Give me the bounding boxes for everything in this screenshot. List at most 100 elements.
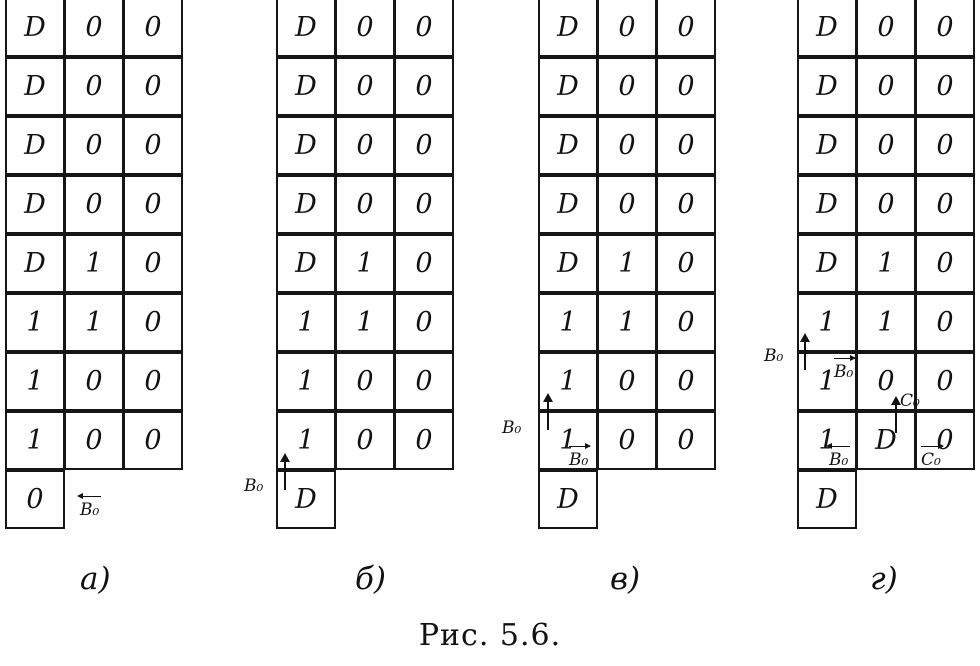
tape-cell: 0: [656, 411, 716, 470]
tape-cell: D: [538, 470, 598, 529]
tape-cell: 0: [597, 0, 657, 57]
panel-label-d: г): [870, 561, 898, 597]
tape-cell: 0: [123, 293, 183, 352]
tape-cell: 0: [915, 116, 975, 175]
b0-left-arrow-label: B₀: [825, 443, 851, 470]
head-up-arrow-icon: [800, 333, 810, 370]
tape-cell: 0: [915, 234, 975, 293]
tape-cell: D: [538, 0, 598, 57]
tape-cell: 0: [394, 0, 454, 57]
tape-cell: 1: [64, 234, 124, 293]
tape-cell: 0: [5, 470, 65, 529]
tape-cell: 0: [656, 116, 716, 175]
tape-cell: D: [797, 470, 857, 529]
tape-cell: 0: [597, 175, 657, 234]
tape-cell: 0: [656, 234, 716, 293]
tape-cell: 1: [335, 293, 395, 352]
tape-cell: 0: [915, 0, 975, 57]
tape-cell: 0: [335, 352, 395, 411]
tape-cell: 1: [64, 293, 124, 352]
tape-cell: 0: [915, 175, 975, 234]
panel-label-a: а): [80, 561, 111, 597]
tape-cell: D: [276, 470, 336, 529]
b0-right-arrow-label: B₀: [834, 355, 857, 382]
tape-cell: 0: [123, 116, 183, 175]
tape-cell: 0: [597, 116, 657, 175]
b0-right-arrow-label: B₀: [569, 443, 592, 470]
c0-right-arrow-label: C₀: [921, 443, 944, 470]
tape-cell: D: [797, 57, 857, 116]
b0-head-label: B₀: [244, 476, 264, 496]
tape-cell: D: [5, 175, 65, 234]
tape-cell: 0: [856, 352, 916, 411]
tape-cell: 1: [856, 234, 916, 293]
tape-cell: 0: [915, 352, 975, 411]
tape-cell: 1: [597, 293, 657, 352]
head-up-arrow-icon: [543, 393, 553, 430]
tape-cell: 0: [64, 411, 124, 470]
tape-cell: 0: [335, 175, 395, 234]
tape-cell: D: [276, 57, 336, 116]
tape-cell: 1: [5, 293, 65, 352]
b0-head-label: B₀: [502, 418, 522, 438]
tape-cell: 0: [856, 175, 916, 234]
tape-cell: 0: [123, 411, 183, 470]
tape-cell: D: [538, 57, 598, 116]
tape-cell: 0: [597, 352, 657, 411]
tape-cell: 0: [123, 57, 183, 116]
tape-cell: D: [5, 116, 65, 175]
tape-cell: 0: [64, 57, 124, 116]
tape-cell: 1: [538, 293, 598, 352]
tape-cell: 0: [915, 57, 975, 116]
tape-cell: 0: [656, 175, 716, 234]
tape-cell: D: [5, 57, 65, 116]
tape-cell: D: [5, 234, 65, 293]
tape-cell: 0: [335, 411, 395, 470]
tape-cell: 0: [394, 175, 454, 234]
panel-label-b: б): [355, 561, 387, 597]
tape-cell: D: [797, 234, 857, 293]
tape-cell: 0: [597, 411, 657, 470]
b0-head-label: B₀: [764, 346, 784, 366]
tape-cell: 0: [64, 175, 124, 234]
tape-cell: D: [538, 116, 598, 175]
tape-cell: 0: [656, 57, 716, 116]
tape-cell: 0: [123, 0, 183, 57]
tape-cell: 0: [915, 293, 975, 352]
tape-cell: 0: [394, 57, 454, 116]
c0-head-label: C₀: [900, 391, 920, 411]
tape-cell: 0: [64, 116, 124, 175]
tape-cell: 0: [394, 116, 454, 175]
tape-cell: 0: [856, 57, 916, 116]
tape-cell: 0: [64, 0, 124, 57]
tape-cell: 1: [797, 293, 857, 352]
tape-cell: 0: [123, 175, 183, 234]
tape-cell: 0: [123, 234, 183, 293]
tape-cell: D: [276, 175, 336, 234]
tape-cell: 0: [394, 234, 454, 293]
tape-cell: D: [856, 411, 916, 470]
tape-cell: 0: [335, 57, 395, 116]
tape-cell: 0: [856, 0, 916, 57]
tape-cell: 0: [656, 293, 716, 352]
tape-cell: 0: [656, 352, 716, 411]
panel-label-c: в): [610, 561, 641, 597]
tape-cell: 1: [276, 293, 336, 352]
tape-cell: 0: [656, 0, 716, 57]
head-up-arrow-icon: [891, 396, 901, 433]
tape-cell: 1: [856, 293, 916, 352]
tape-cell: D: [797, 175, 857, 234]
tape-cell: D: [276, 234, 336, 293]
tape-cell: D: [538, 175, 598, 234]
head-up-arrow-icon: [280, 453, 290, 490]
tape-cell: D: [276, 116, 336, 175]
tape-cell: 0: [123, 352, 183, 411]
tape-cell: 1: [5, 352, 65, 411]
tape-cell: 0: [856, 116, 916, 175]
tape-cell: 0: [335, 0, 395, 57]
tape-cell: 1: [335, 234, 395, 293]
tape-cell: 0: [64, 352, 124, 411]
tape-cell: 1: [597, 234, 657, 293]
tape-cell: 0: [597, 57, 657, 116]
figure-caption: Рис. 5.6.: [418, 618, 562, 653]
